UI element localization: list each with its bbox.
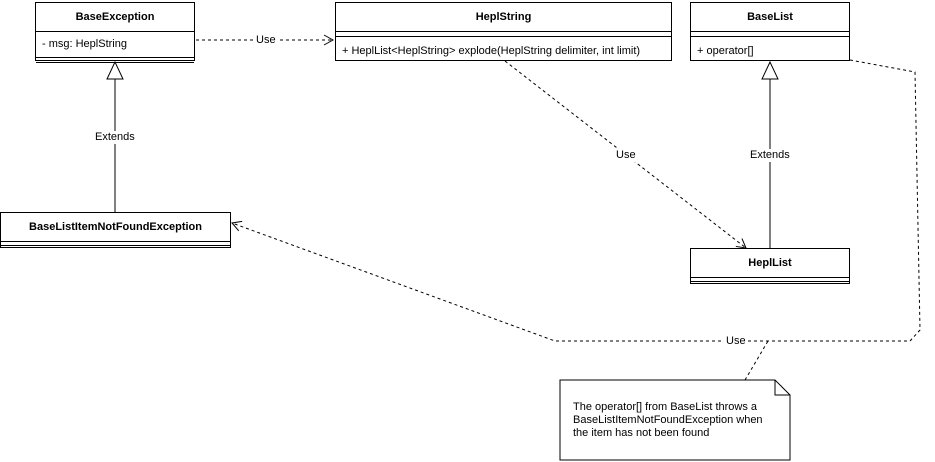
note-line-2: BaseListItemNotFoundException when [573, 414, 763, 426]
note-line-1: The operator[] from BaseList throws a [573, 401, 758, 413]
note-text: The operator[] from BaseList throws a Ba… [573, 401, 763, 440]
use-edge-baselist-exception [231, 59, 921, 342]
class-base-list[interactable]: BaseList + operator[] [690, 2, 850, 61]
note-shape [559, 379, 791, 461]
label-use-exception-string: Use [254, 34, 278, 47]
attribute-compartment-empty [336, 32, 671, 37]
class-name-hepl-string: HeplString [336, 3, 671, 32]
compartment-empty [1, 242, 230, 246]
class-base-exception[interactable]: BaseException - msg: HeplString [35, 2, 195, 63]
note-fold [774, 380, 790, 396]
method-compartment-empty [36, 58, 194, 63]
class-not-found-exception[interactable]: BaseListItemNotFoundException [0, 212, 231, 248]
class-name-not-found-exception: BaseListItemNotFoundException [1, 213, 230, 242]
attribute-msg: - msg: HeplString [36, 32, 194, 58]
class-name-hepl-list: HeplList [691, 249, 849, 278]
generalization-triangle-exception [106, 60, 124, 80]
class-name-base-list: BaseList [691, 3, 849, 32]
label-extends-exception: Extends [93, 131, 137, 144]
label-use-baselist-exception: Use [724, 335, 748, 348]
generalization-triangle-list [761, 60, 779, 80]
class-hepl-list[interactable]: HeplList [690, 248, 850, 284]
class-name-base-exception: BaseException [36, 3, 194, 32]
note-anchor-line [744, 340, 769, 381]
attribute-compartment-empty [691, 32, 849, 37]
label-extends-list: Extends [748, 149, 792, 162]
method-operator-index: + operator[] [697, 45, 754, 57]
label-use-string-list: Use [614, 149, 638, 162]
compartment-empty [691, 278, 849, 282]
method-explode: + HeplList<HeplString> explode(HeplStrin… [342, 45, 641, 57]
class-hepl-string[interactable]: HeplString + HeplList<HeplString> explod… [335, 2, 672, 61]
note-line-3: the item has not been found [573, 427, 710, 439]
